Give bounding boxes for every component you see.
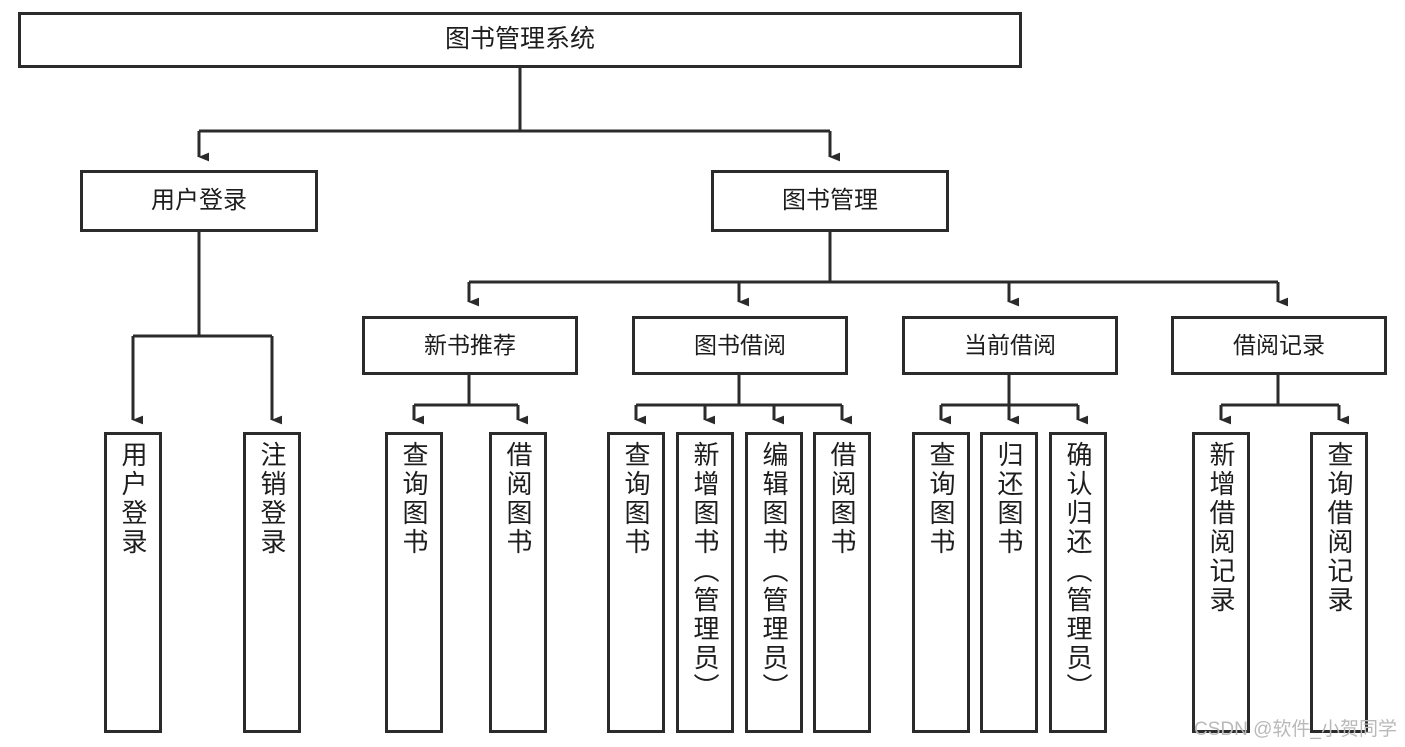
edge-borrowrecord-to-leaves [1219, 375, 1350, 425]
node-book-borrow-label: 图书借阅 [694, 331, 786, 358]
node-leaf-user-logout[interactable]: 注销登录 [243, 432, 301, 733]
node-leaf-borrow-book-1-label: 借阅图书 [503, 441, 533, 557]
node-leaf-add-book[interactable]: 新增图书（管理员） [676, 432, 734, 733]
node-leaf-user-logout-label: 注销登录 [257, 441, 287, 557]
node-borrow-record-label: 借阅记录 [1233, 331, 1325, 358]
node-borrow-record[interactable]: 借阅记录 [1171, 316, 1387, 375]
node-book-borrow[interactable]: 图书借阅 [632, 316, 848, 375]
node-leaf-query-book-2[interactable]: 查询图书 [607, 432, 665, 733]
node-leaf-user-login-label: 用户登录 [118, 441, 148, 557]
node-leaf-query-book-1-label: 查询图书 [399, 441, 429, 557]
edge-bookborrow-to-leaves [634, 375, 853, 425]
node-new-book-recommend-label: 新书推荐 [424, 331, 516, 358]
node-leaf-add-book-label: 新增图书（管理员） [690, 441, 720, 702]
edge-newbook-to-leaves [412, 375, 529, 425]
node-leaf-confirm-return-label: 确认归还（管理员） [1063, 441, 1093, 702]
node-leaf-borrow-book-1[interactable]: 借阅图书 [489, 432, 547, 733]
node-new-book-recommend[interactable]: 新书推荐 [362, 316, 578, 375]
node-leaf-query-book-1[interactable]: 查询图书 [385, 432, 443, 733]
node-leaf-query-book-3-label: 查询图书 [926, 441, 956, 557]
node-book-manage-label: 图书管理 [782, 186, 878, 214]
node-leaf-borrow-book-2[interactable]: 借阅图书 [813, 432, 871, 733]
node-leaf-query-book-3[interactable]: 查询图书 [912, 432, 970, 733]
node-book-manage[interactable]: 图书管理 [711, 170, 949, 232]
edge-userlogin-to-leaves [131, 232, 283, 425]
node-current-borrow[interactable]: 当前借阅 [902, 316, 1118, 375]
node-leaf-edit-book-label: 编辑图书（管理员） [759, 441, 789, 702]
node-root-system[interactable]: 图书管理系统 [18, 12, 1022, 68]
node-leaf-return-book[interactable]: 归还图书 [980, 432, 1038, 733]
node-leaf-borrow-book-2-label: 借阅图书 [827, 441, 857, 557]
edge-currentborrow-to-leaves [939, 375, 1089, 425]
node-leaf-add-record-label: 新增借阅记录 [1206, 441, 1236, 615]
node-root-system-label: 图书管理系统 [444, 25, 595, 54]
node-leaf-confirm-return[interactable]: 确认归还（管理员） [1049, 432, 1107, 733]
node-leaf-edit-book[interactable]: 编辑图书（管理员） [745, 432, 803, 733]
edge-root-to-level2 [197, 68, 841, 162]
node-user-login-label: 用户登录 [151, 186, 247, 214]
node-leaf-query-record-label: 查询借阅记录 [1324, 441, 1354, 615]
node-leaf-query-record[interactable]: 查询借阅记录 [1310, 432, 1368, 733]
node-leaf-return-book-label: 归还图书 [994, 441, 1024, 557]
node-leaf-query-book-2-label: 查询图书 [621, 441, 651, 557]
node-leaf-user-login[interactable]: 用户登录 [104, 432, 162, 733]
edge-bookmanage-to-level3 [467, 232, 1289, 307]
node-leaf-add-record[interactable]: 新增借阅记录 [1192, 432, 1250, 733]
node-user-login[interactable]: 用户登录 [80, 170, 318, 232]
node-current-borrow-label: 当前借阅 [964, 331, 1056, 358]
watermark-text: CSDN @软件_小贺同学 [1194, 719, 1397, 740]
